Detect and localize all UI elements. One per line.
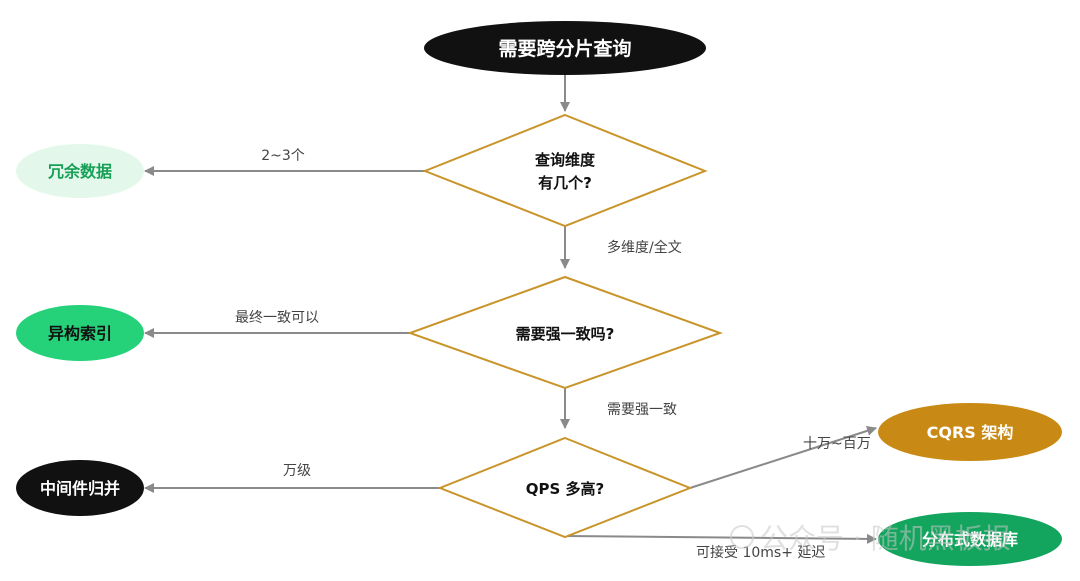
decision-strong-consistency-label: 需要强一致吗?	[516, 325, 615, 343]
wechat-icon	[730, 525, 754, 549]
start-node: 需要跨分片查询	[424, 21, 706, 75]
result-cqrs-architecture-label: CQRS 架构	[927, 423, 1014, 442]
edge-q3-to-distributed	[564, 533, 877, 544]
result-heterogeneous-index-label: 异构索引	[48, 324, 112, 343]
edge-label-q3-distributed: 可接受 10ms+ 延迟	[696, 544, 825, 561]
result-middleware-merge: 中间件归并	[16, 460, 144, 516]
decision-strong-consistency: 需要强一致吗?	[407, 275, 723, 390]
result-cqrs-architecture: CQRS 架构	[878, 403, 1062, 461]
watermark: 公众号 · 随机黑板报	[730, 522, 1011, 555]
decision-query-dimensions-line2: 有几个?	[538, 174, 592, 192]
result-middleware-merge-label: 中间件归并	[40, 479, 120, 498]
edge-label-q2-hetero: 最终一致可以	[235, 310, 319, 326]
decision-query-dimensions: 查询维度 有几个?	[422, 113, 708, 228]
result-heterogeneous-index: 异构索引	[16, 305, 144, 361]
edge-label-q2-q3: 需要强一致	[607, 402, 677, 418]
result-redundant-data: 冗余数据	[16, 144, 144, 198]
edge-label-q3-middleware: 万级	[283, 463, 311, 479]
start-node-label: 需要跨分片查询	[498, 37, 631, 60]
decision-query-dimensions-line1: 查询维度	[535, 151, 596, 169]
result-distributed-database-label: 分布式数据库	[922, 530, 1018, 549]
edge-label-q1-redundant: 2~3个	[261, 148, 305, 164]
edge-label-q3-cqrs: 十万~百万	[803, 436, 871, 452]
edge-label-q1-q2: 多维度/全文	[607, 239, 682, 256]
decision-qps-label: QPS 多高?	[526, 480, 604, 498]
result-redundant-data-label: 冗余数据	[47, 162, 112, 181]
result-distributed-database: 分布式数据库	[878, 512, 1062, 566]
edge-q3-to-cqrs	[689, 426, 877, 489]
decision-qps: QPS 多高?	[437, 436, 693, 539]
watermark-text: 公众号 · 随机黑板报	[760, 522, 1011, 555]
